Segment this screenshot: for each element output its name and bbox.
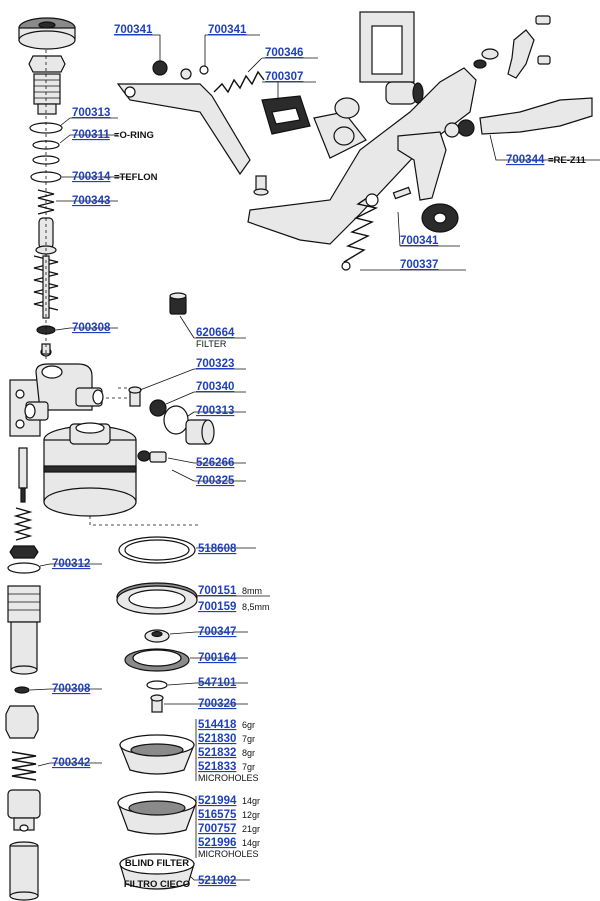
- pin-rod: [18, 447, 28, 489]
- o-ring-700312: [7, 562, 41, 574]
- label-part-no[interactable]: 700340: [196, 381, 234, 393]
- label-note: 6gr: [242, 720, 255, 730]
- label-note: 8mm: [242, 586, 262, 596]
- label-part-no[interactable]: 700311: [72, 129, 110, 141]
- blind-filter-top-text: BLIND FILTER: [125, 858, 189, 869]
- label-part-no[interactable]: 700314: [72, 171, 111, 183]
- label-part-no[interactable]: 700164: [198, 652, 237, 664]
- label-note: =O-RING: [114, 130, 154, 141]
- washer-700341-a: [152, 60, 168, 76]
- label-note: MICROHOLES: [198, 773, 259, 783]
- label-part-no[interactable]: 700312: [52, 558, 90, 570]
- lower-left-stack: [5, 447, 41, 901]
- main-plate: [247, 67, 477, 245]
- threaded-body: [33, 73, 61, 105]
- label-part-no[interactable]: 700325: [196, 475, 235, 487]
- fitting: [7, 789, 41, 819]
- washer-700308-bottom: [14, 686, 30, 694]
- label-part-no[interactable]: 700313: [196, 405, 234, 417]
- label-part-no[interactable]: 700313: [72, 107, 110, 119]
- valve-body: [10, 621, 38, 671]
- handle-link: [507, 29, 535, 79]
- label-note: 7gr: [242, 762, 255, 772]
- group-head-stack: [18, 17, 76, 360]
- label-part-no[interactable]: 700308: [72, 322, 111, 334]
- label-note: MICROHOLES: [198, 849, 259, 859]
- label-note: 8,5mm: [242, 602, 270, 612]
- pivot-cylinder: [385, 81, 417, 105]
- label-part-no[interactable]: 700344: [506, 154, 545, 166]
- label-part-no[interactable]: 526266: [196, 457, 234, 469]
- label-note: 8gr: [242, 748, 255, 758]
- label-part-no[interactable]: 547101: [198, 677, 237, 689]
- label-part-no[interactable]: 620664: [196, 327, 235, 339]
- spring-700346: [213, 70, 265, 94]
- label-part-no[interactable]: 521833: [198, 761, 236, 773]
- leader-lines: [29, 34, 600, 881]
- label-part-no[interactable]: 700346: [265, 47, 303, 59]
- lever-assembly: [116, 11, 593, 271]
- label-part-no[interactable]: 516575: [198, 809, 237, 821]
- label-part-no[interactable]: 700342: [52, 757, 90, 769]
- blind-filter-bottom-text: FILTRO CIECO: [124, 879, 190, 890]
- label-part-no[interactable]: 700343: [72, 195, 110, 207]
- group-head-casting: [9, 363, 200, 526]
- middle-parts: [106, 292, 215, 463]
- threaded-valve: [7, 585, 41, 623]
- label-part-no[interactable]: 521994: [198, 795, 237, 807]
- label-note: 21gr: [242, 824, 260, 834]
- lever-arm: [116, 83, 251, 176]
- label-note: =RE-Z11: [548, 155, 586, 166]
- label-part-no[interactable]: 700341: [400, 235, 439, 247]
- spring-700342: [11, 751, 37, 781]
- hex-nut: [28, 55, 66, 73]
- spring-700343: [37, 189, 55, 215]
- label-part-no[interactable]: 700159: [198, 601, 236, 613]
- label-note: =TEFLON: [114, 172, 158, 183]
- label-part-no[interactable]: 518608: [198, 543, 237, 555]
- label-note: FILTER: [196, 339, 227, 349]
- cam-arm: [397, 131, 447, 201]
- label-part-no[interactable]: 700308: [52, 683, 91, 695]
- label-part-no[interactable]: 514418: [198, 719, 237, 731]
- label-part-no[interactable]: 521832: [198, 747, 236, 759]
- spring-700337: [343, 195, 379, 263]
- handle-700344: [479, 97, 593, 135]
- label-part-no[interactable]: 700307: [265, 71, 303, 83]
- label-part-no[interactable]: 700341: [208, 24, 247, 36]
- filter-stack: BLIND FILTER FILTRO CIECO: [116, 536, 198, 890]
- label-part-no[interactable]: 700326: [198, 698, 236, 710]
- label-part-no[interactable]: 700347: [198, 626, 236, 638]
- label-note: 12gr: [242, 810, 260, 820]
- label-part-no[interactable]: 521902: [198, 875, 236, 887]
- label-note: 14gr: [242, 796, 260, 806]
- spring-small-lower: [13, 507, 33, 541]
- label-part-no[interactable]: 700341: [114, 24, 153, 36]
- tube: [9, 845, 39, 897]
- hex-nut-lower: [5, 705, 39, 739]
- label-part-no[interactable]: 700757: [198, 823, 236, 835]
- part-labels: 700341 700341 700346 700307 700313 70031…: [52, 24, 586, 887]
- label-part-no[interactable]: 700337: [400, 259, 438, 271]
- label-part-no[interactable]: 700323: [196, 358, 234, 370]
- label-part-no[interactable]: 521830: [198, 733, 236, 745]
- label-note: 14gr: [242, 838, 260, 848]
- label-part-no[interactable]: 700151: [198, 585, 237, 597]
- star-washer: [9, 545, 39, 559]
- label-note: 7gr: [242, 734, 255, 744]
- label-part-no[interactable]: 521996: [198, 837, 236, 849]
